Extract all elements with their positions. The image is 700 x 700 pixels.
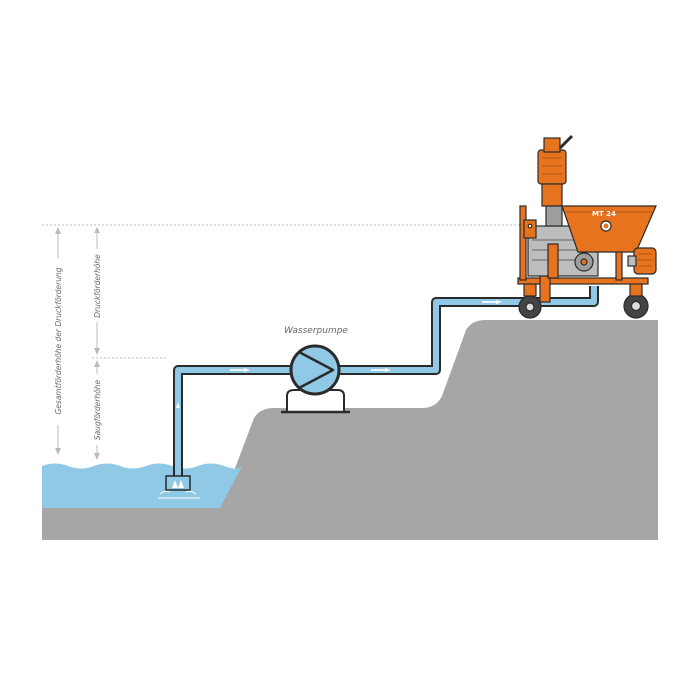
- arrow-right-icon: [244, 368, 250, 372]
- suction-pipe: [175, 367, 297, 478]
- suction-head-dimension: Saugförderhöhe: [93, 360, 102, 460]
- water-body: [42, 463, 242, 508]
- mixer-motor: [537, 149, 567, 185]
- total-head-label: Gesamtförderhöhe der Druckförderung: [54, 267, 63, 414]
- pipe-system: [158, 286, 599, 499]
- dimension-lines: [42, 224, 522, 359]
- intake-arrows: [172, 480, 184, 488]
- control-box: [523, 219, 537, 239]
- machine-frame: [517, 277, 649, 285]
- delivery-head-label: Druckförderhöhe: [93, 254, 102, 318]
- arrow-right-icon: [496, 300, 502, 304]
- foot-valve-strainer: [165, 475, 191, 491]
- water-pump: [281, 344, 350, 414]
- pump-motor: [633, 247, 657, 275]
- arrow-right-icon: [385, 368, 391, 372]
- suction-head-label: Saugförderhöhe: [93, 379, 102, 440]
- ground: [42, 320, 658, 540]
- total-head-dimension: Gesamtförderhöhe der Druckförderung: [54, 227, 63, 455]
- delivery-head-dimension: Druckförderhöhe: [93, 227, 102, 355]
- plastering-machine-icon: MT 24: [517, 134, 657, 319]
- centrifugal-pump-icon: [289, 344, 341, 396]
- machine-model-label: MT 24: [592, 210, 616, 218]
- arrow-up-icon: [176, 402, 180, 408]
- intake-flow-lines: [158, 490, 200, 499]
- pressure-pipe: [333, 286, 597, 373]
- flow-arrows: [176, 300, 502, 408]
- pump-label: Wasserpumpe: [284, 326, 348, 336]
- pump-impeller-chevron: [298, 350, 335, 390]
